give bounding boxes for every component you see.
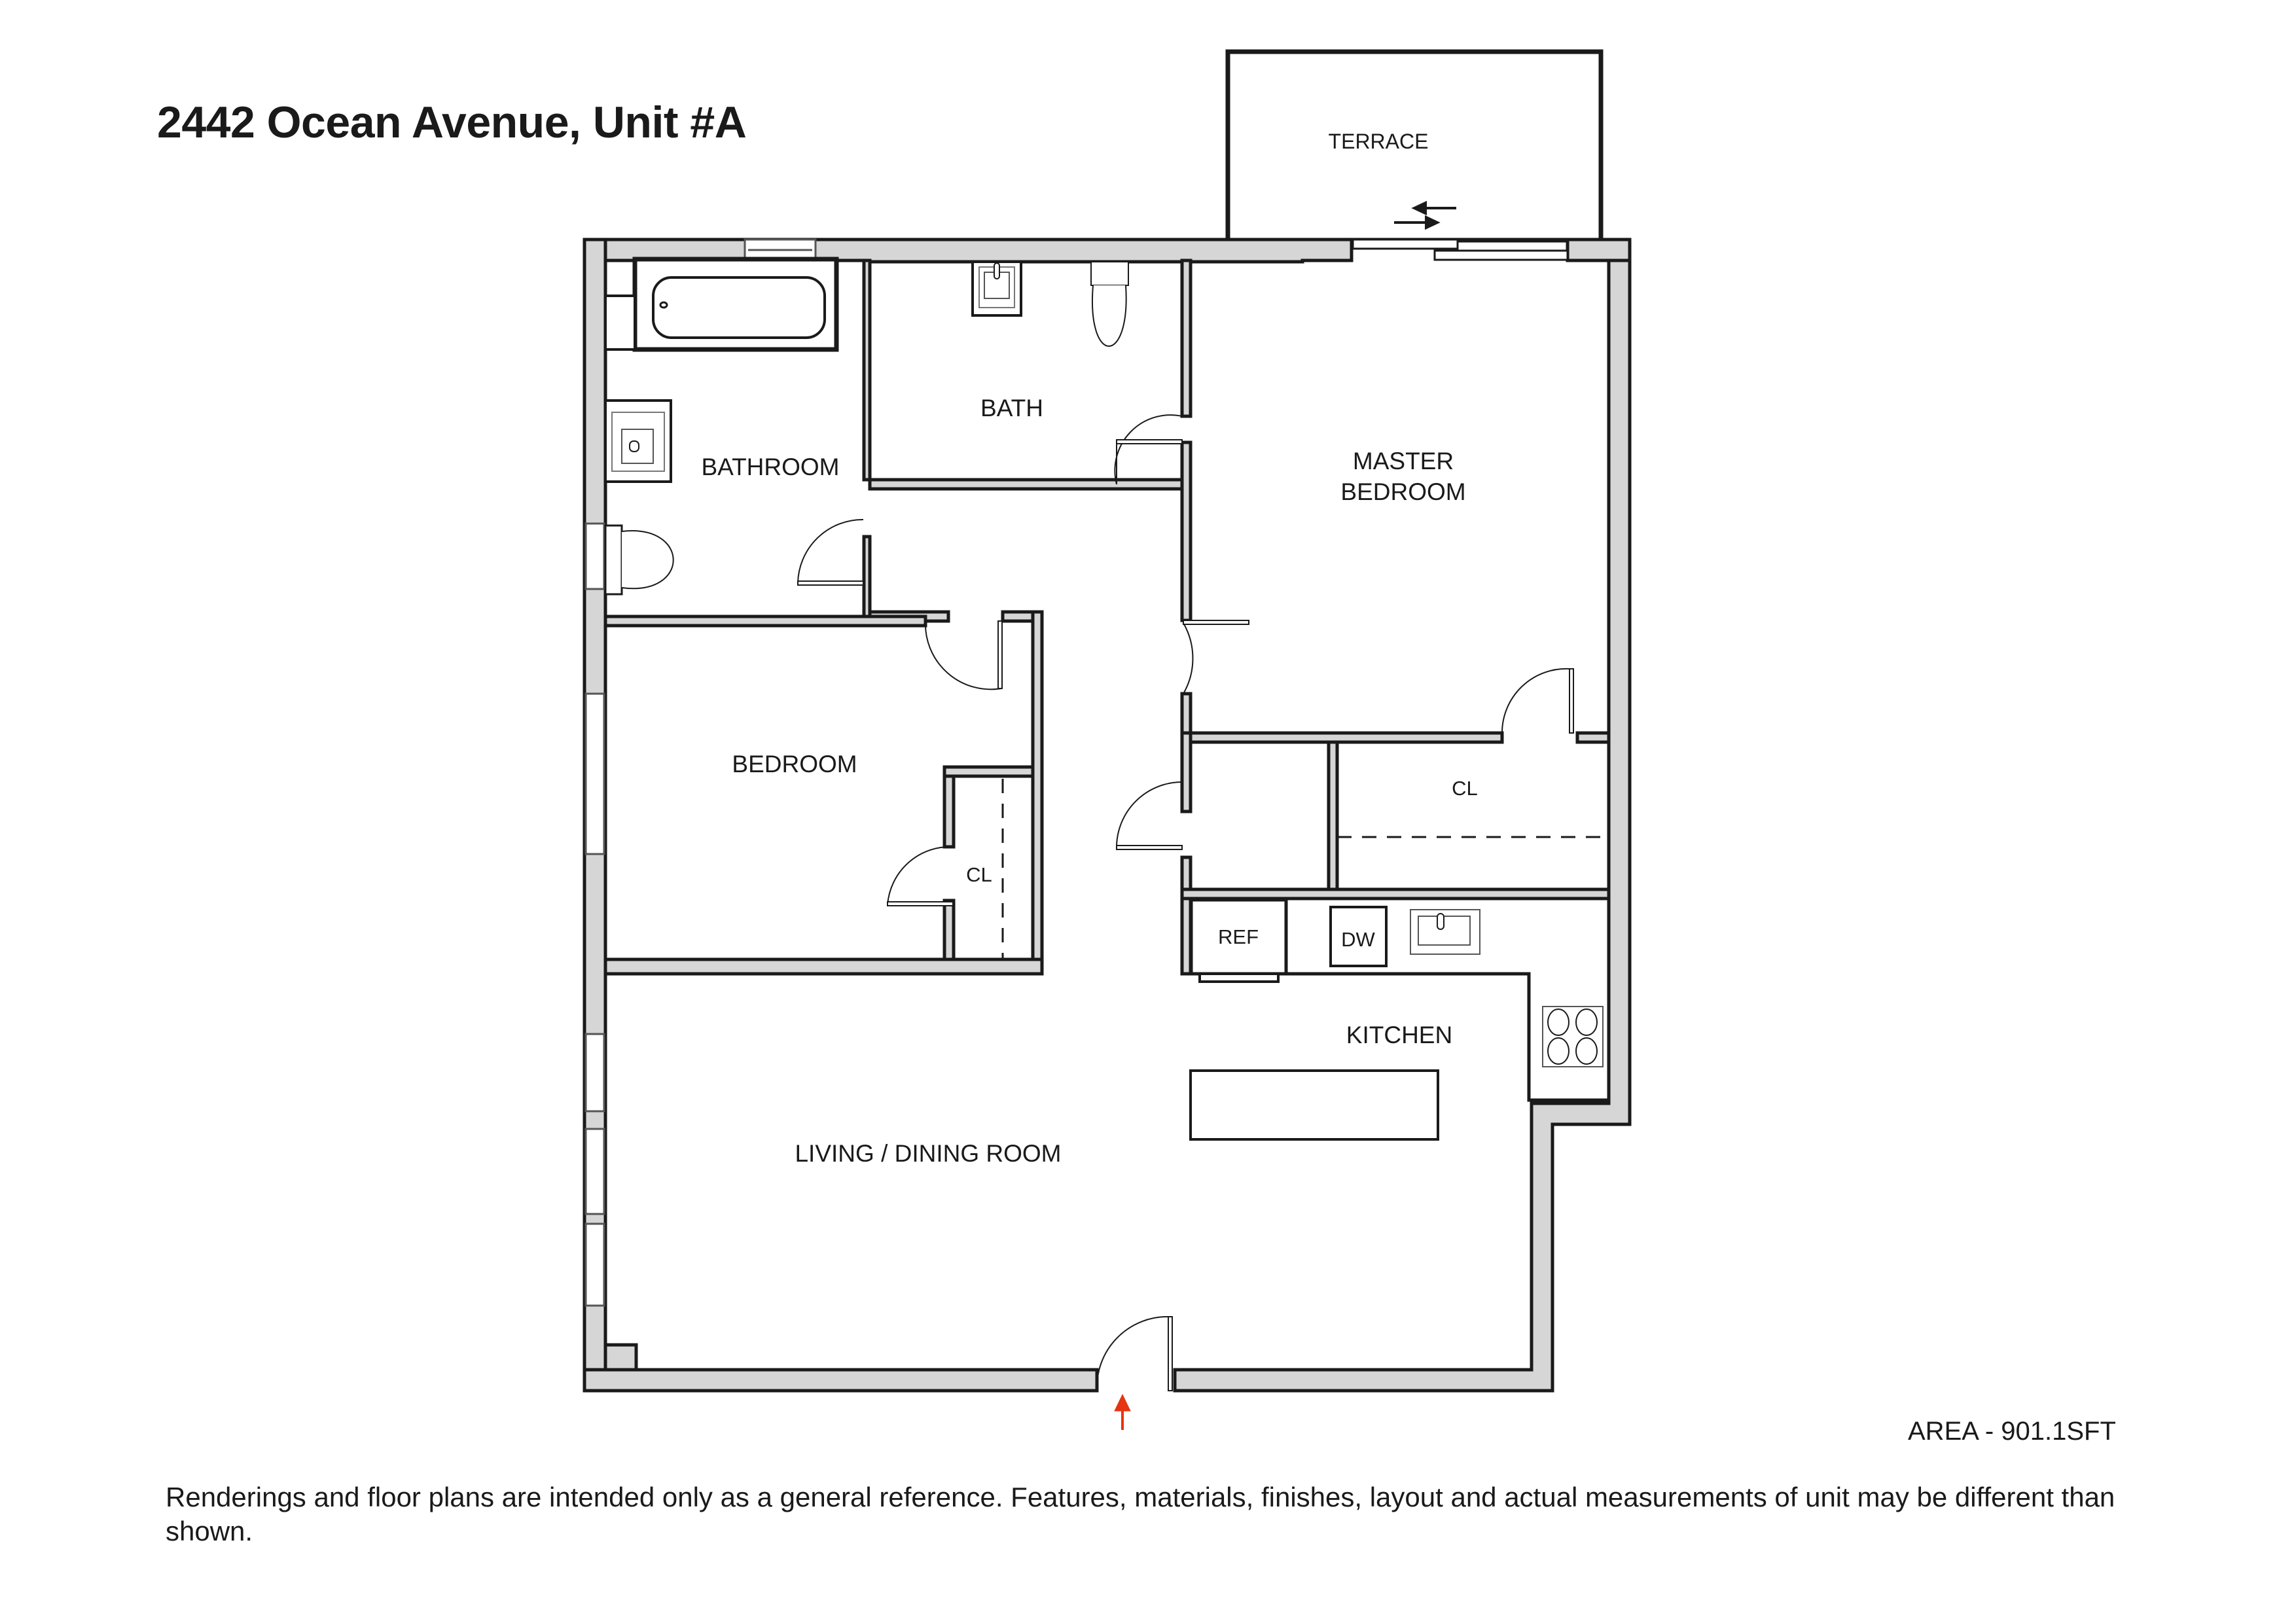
door-swings (797, 414, 1574, 1391)
stove (1542, 1006, 1604, 1067)
left-wall-windows (584, 522, 605, 1307)
room-label-terrace: TERRACE (1329, 130, 1429, 153)
kitchen-island (1189, 1069, 1439, 1141)
room-label-living-dining: LIVING / DINING ROOM (795, 1140, 1061, 1167)
appliance-label-ref: REF (1218, 925, 1259, 948)
room-label-master-line2: BEDROOM (1340, 478, 1465, 505)
entry-arrow-icon (1114, 1393, 1131, 1430)
page-title: 2442 Ocean Avenue, Unit #A (157, 98, 747, 147)
sliding-door (1352, 238, 1569, 261)
appliance-label-dw: DW (1341, 928, 1375, 951)
room-label-bath: BATH (980, 395, 1043, 421)
bathtub (604, 257, 839, 352)
kitchen-counter (1180, 897, 1611, 1102)
area-label: AREA - 901.1SFT (1908, 1417, 2116, 1446)
closet-rods (1001, 779, 1609, 959)
room-label-bedroom: BEDROOM (732, 751, 857, 777)
kitchen-sink (1410, 909, 1480, 955)
room-label-master-closet: CL (1452, 777, 1478, 800)
room-label-bedroom-closet: CL (966, 863, 992, 886)
room-label-kitchen: KITCHEN (1346, 1022, 1452, 1048)
room-label-bathroom: BATHROOM (701, 454, 839, 480)
bath-toilet (1090, 261, 1129, 347)
room-label-master-line1: MASTER (1353, 448, 1454, 474)
bathroom-sink (604, 399, 672, 483)
exterior-walls (583, 238, 1632, 1393)
dishwasher (1329, 906, 1388, 967)
interior-walls (603, 259, 1611, 976)
bathroom-toilet (604, 524, 674, 596)
refrigerator (1189, 898, 1288, 983)
bath-sink (971, 260, 1022, 317)
disclaimer-text: Renderings and floor plans are intended … (166, 1482, 2115, 1546)
sliding-arrows-icon (1394, 200, 1456, 230)
